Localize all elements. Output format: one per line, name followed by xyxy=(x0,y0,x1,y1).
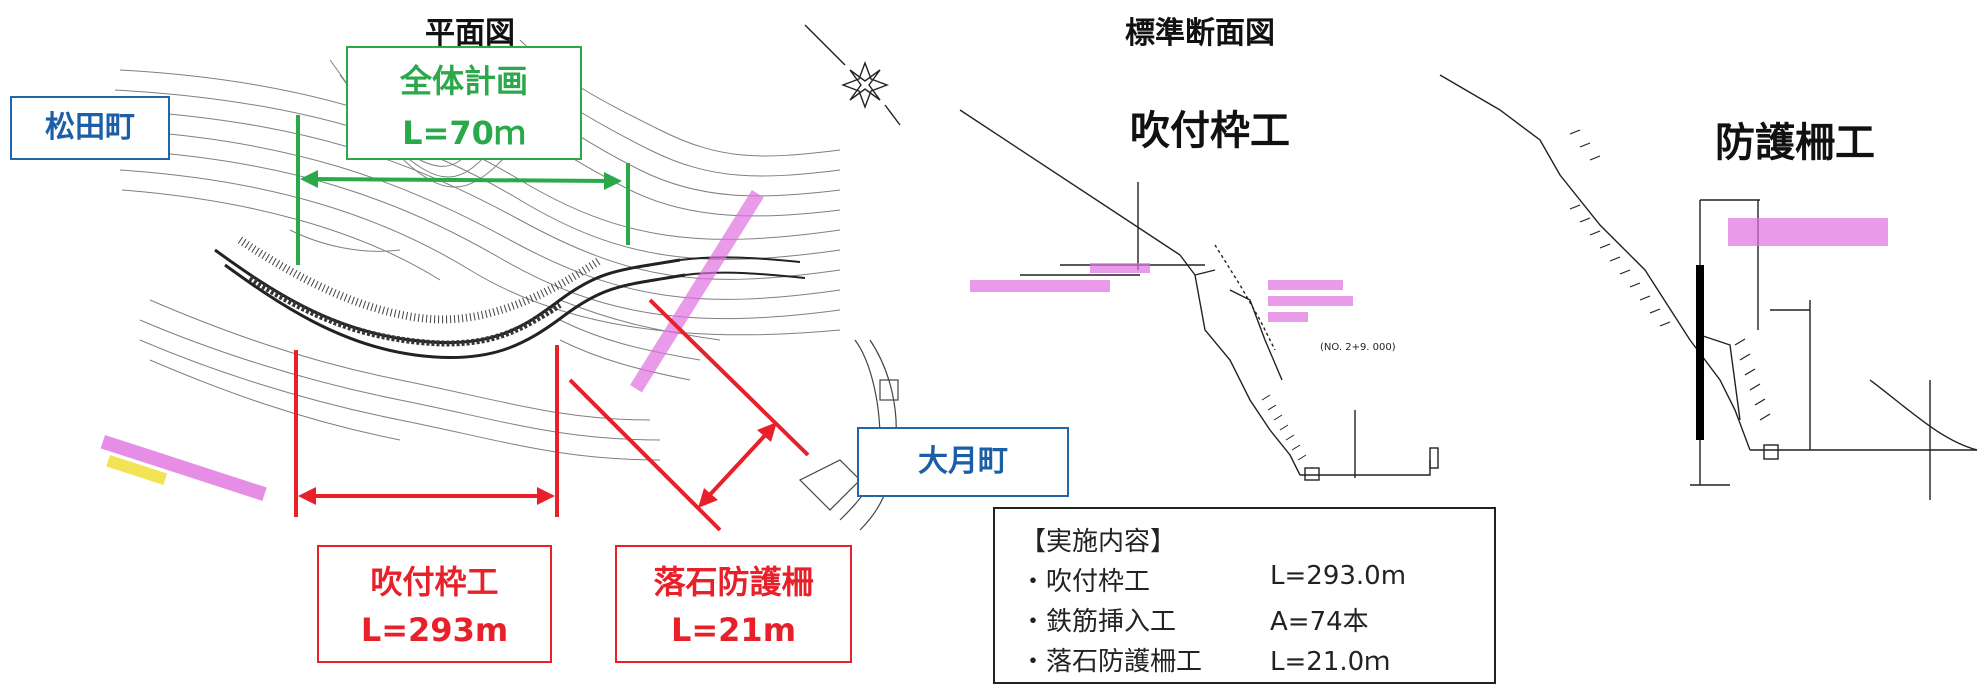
rakuseki-name: 落石防護柵 xyxy=(653,563,814,601)
implementation-item-name: ・落石防護柵工 xyxy=(1020,647,1203,677)
fukitsuke-section-hatching xyxy=(1261,394,1307,461)
implementation-header: 【実施内容】 xyxy=(1020,527,1177,557)
rakuseki-marker xyxy=(568,298,810,532)
rakuseki-box: 落石防護柵 L=21m xyxy=(615,545,852,663)
otsukicho-label: 大月町 xyxy=(857,427,1069,497)
fukitsuke-length: L=293m xyxy=(360,611,509,649)
fukitsuke-section xyxy=(959,109,1439,481)
compass-icon xyxy=(804,24,901,126)
implementation-box: 【実施内容】 ・吹付枠工 L=293.0m ・鉄筋挿入工 A=74本 ・落石防護… xyxy=(993,507,1496,684)
bogosaku-note xyxy=(1728,218,1888,246)
implementation-item-value: L=21.0ｍ xyxy=(1270,647,1391,677)
overall-plan-box: 全体計画 L=70ｍ xyxy=(346,46,582,160)
bogosaku-hatching xyxy=(1569,129,1771,421)
fukitsuke-marker xyxy=(294,345,559,517)
magenta-notes xyxy=(100,189,764,501)
overall-plan-name: 全体計画 xyxy=(399,62,528,100)
implementation-item: ・鉄筋挿入工 A=74本 xyxy=(1020,601,1369,638)
road xyxy=(214,236,806,360)
implementation-item-value: L=293.0m xyxy=(1270,561,1407,591)
fukitsuke-box: 吹付枠工 L=293m xyxy=(317,545,552,663)
otsukicho-text: 大月町 xyxy=(918,444,1008,479)
bogosaku-section-title: 防護柵工 xyxy=(1715,120,1875,166)
implementation-item: ・落石防護柵工 L=21.0ｍ xyxy=(1020,641,1390,678)
rakuseki-length: L=21m xyxy=(670,611,797,649)
fukitsuke-name: 吹付枠工 xyxy=(370,563,499,601)
implementation-item-name: ・鉄筋挿入工 xyxy=(1020,607,1177,637)
implementation-item: ・吹付枠工 L=293.0m xyxy=(1020,561,1406,598)
matsudacho-text: 松田町 xyxy=(45,110,135,145)
standard-section-title: 標準断面図 xyxy=(1125,16,1275,51)
overall-plan-length: L=70ｍ xyxy=(402,114,526,152)
implementation-item-value: A=74本 xyxy=(1270,607,1369,637)
fukitsuke-section-title: 吹付枠工 xyxy=(1130,108,1290,154)
implementation-item-name: ・吹付枠工 xyxy=(1020,567,1151,597)
overall-plan-marker xyxy=(296,115,630,265)
svg-text:(NO. 2+9. 000): (NO. 2+9. 000) xyxy=(1320,342,1396,353)
matsudacho-label: 松田町 xyxy=(10,96,170,160)
plan-title: 平面図 xyxy=(425,16,515,51)
fukitsuke-section-labels: (NO. 2+9. 000) xyxy=(970,263,1396,353)
